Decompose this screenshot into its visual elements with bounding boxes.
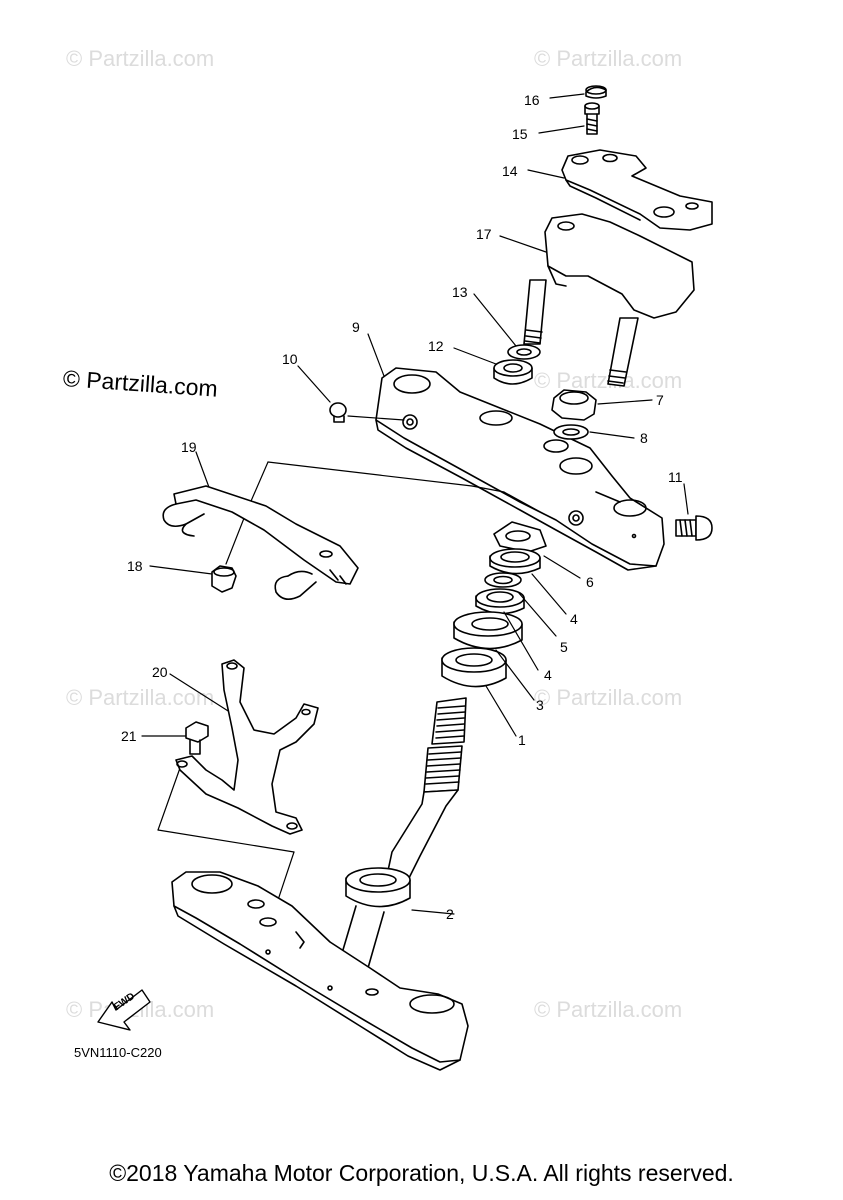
- callout-12: 12: [428, 338, 444, 354]
- part-20-bracket: [175, 659, 319, 835]
- callout-4-lower: 4: [544, 667, 552, 683]
- part-3-dust-seal: [453, 611, 523, 650]
- watermark: © Partzilla.com: [534, 997, 683, 1022]
- part-16-cap: [585, 85, 607, 99]
- part-18-nut: [211, 565, 237, 593]
- callout-14: 14: [502, 163, 518, 179]
- callout-10: 10: [282, 351, 298, 367]
- part-14-upper-holder: [561, 149, 713, 231]
- callout-16: 16: [524, 92, 540, 108]
- part-4-ring-nut-lower: [475, 588, 525, 615]
- callout-5: 5: [560, 639, 568, 655]
- part-6-lock-washer: [493, 521, 547, 553]
- part-19-cable-guide: [162, 485, 359, 600]
- part-8-washer: [553, 424, 589, 440]
- callout-4-upper: 4: [570, 611, 578, 627]
- callout-13: 13: [452, 284, 468, 300]
- diagram-code: 5VN1110-C220: [74, 1045, 162, 1060]
- callout-19: 19: [181, 439, 197, 455]
- callout-17: 17: [476, 226, 492, 242]
- part-1-bearing: [441, 647, 507, 688]
- watermark: © Partzilla.com: [66, 46, 215, 71]
- copyright-notice: ©2018 Yamaha Motor Corporation, U.S.A. A…: [109, 1160, 734, 1186]
- callout-11: 11: [668, 469, 683, 485]
- part-21-bolt: [185, 721, 209, 755]
- part-11-bolt: [675, 515, 713, 541]
- watermark: © Partzilla.com: [534, 46, 683, 71]
- part-10-plug: [329, 402, 347, 423]
- watermark: © Partzilla.com: [66, 685, 215, 710]
- callout-7: 7: [656, 392, 664, 408]
- part-9-upper-bracket: [375, 367, 665, 571]
- callout-1: 1: [518, 732, 526, 748]
- part-12-collar: [493, 359, 533, 385]
- callout-18: 18: [127, 558, 143, 574]
- part-7-nut: [551, 389, 597, 421]
- callout-9: 9: [352, 319, 360, 335]
- callout-3: 3: [536, 697, 544, 713]
- watermark: © Partzilla.com: [534, 685, 683, 710]
- part-13-washer: [507, 344, 541, 360]
- callout-20: 20: [152, 664, 168, 680]
- part-4-ring-nut-upper: [489, 548, 541, 575]
- callout-6: 6: [586, 574, 594, 590]
- callout-15: 15: [512, 126, 528, 142]
- fwd-arrow-icon: [97, 989, 151, 1031]
- part-15-bolt: [584, 102, 600, 135]
- callout-21: 21: [121, 728, 137, 744]
- part-2-steering-stem: [339, 697, 467, 969]
- leader-lines: [141, 93, 689, 919]
- part-5-washer: [484, 572, 522, 588]
- callout-8: 8: [640, 430, 648, 446]
- callout-2: 2: [446, 906, 454, 922]
- part-17-lower-holder: [523, 213, 695, 387]
- under-bracket: [171, 871, 469, 1071]
